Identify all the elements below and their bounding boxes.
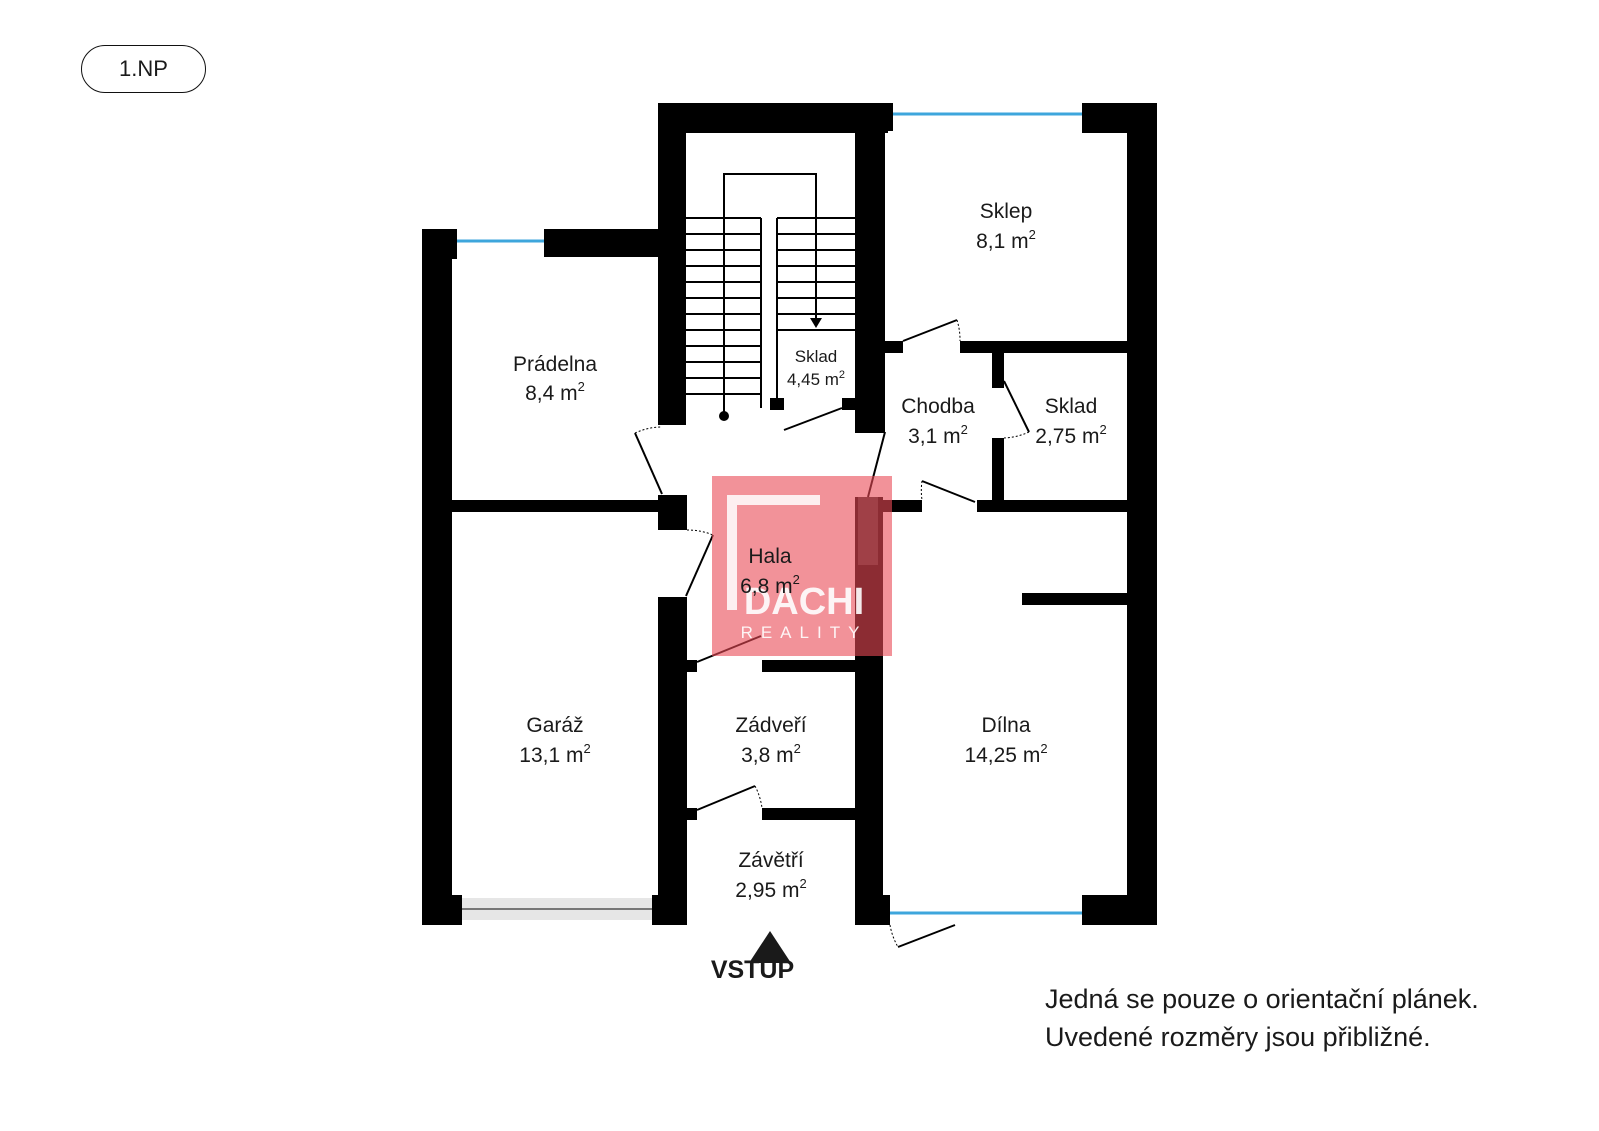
windows [457, 112, 1082, 915]
room-zavetri-area: 2,95 m2 [735, 876, 806, 902]
room-chodba-name: Chodba [901, 395, 975, 418]
room-chodba-area: 3,1 m2 [908, 422, 968, 448]
room-zadveri-area: 3,8 m2 [741, 741, 801, 767]
room-labels: Prádelna 8,4 m2 Sklad 4,45 m2 Sklep 8,1 … [513, 200, 1107, 902]
room-zadveri-name: Zádveří [735, 714, 806, 737]
room-pradelna-area: 8,4 m2 [525, 379, 585, 405]
logo-watermark-icon: DACHI REALITY [712, 476, 892, 656]
garage-door [462, 898, 652, 920]
staircase [686, 173, 855, 413]
room-sklad-small-area: 2,75 m2 [1035, 422, 1106, 448]
room-zavetri-name: Závětří [738, 849, 804, 872]
room-garaz-name: Garáž [526, 714, 583, 737]
room-sklad-small-name: Sklad [1045, 395, 1098, 418]
watermark-sub: REALITY [741, 623, 868, 642]
stair-direction-arrow-icon [810, 318, 822, 328]
room-dilna-area: 14,25 m2 [964, 741, 1047, 767]
note-line-1: Jedná se pouze o orientační plánek. [1045, 984, 1479, 1014]
room-sklep-name: Sklep [980, 200, 1033, 223]
watermark-brand: DACHI [744, 581, 864, 623]
entry-arrow-icon [749, 931, 791, 963]
room-garaz-area: 13,1 m2 [519, 741, 590, 767]
room-hala-name: Hala [748, 545, 792, 568]
entry-label: VSTUP [710, 956, 795, 984]
note-line-2: Uvedené rozměry jsou přibližné. [1045, 1022, 1431, 1052]
disclaimer-note: Jedná se pouze o orientační plánek. Uved… [1045, 980, 1479, 1056]
room-sklep-area: 8,1 m2 [976, 227, 1036, 253]
room-dilna-name: Dílna [981, 714, 1030, 737]
room-pradelna-name: Prádelna [513, 353, 597, 376]
floor-label: 1.NP [81, 45, 206, 93]
room-sklad-stair-name: Sklad [795, 347, 838, 366]
walls [422, 103, 1157, 925]
room-sklad-stair-area: 4,45 m2 [787, 369, 845, 389]
room-hala-area: 6,8 m2 [740, 572, 800, 598]
stair-start-dot [719, 411, 729, 421]
